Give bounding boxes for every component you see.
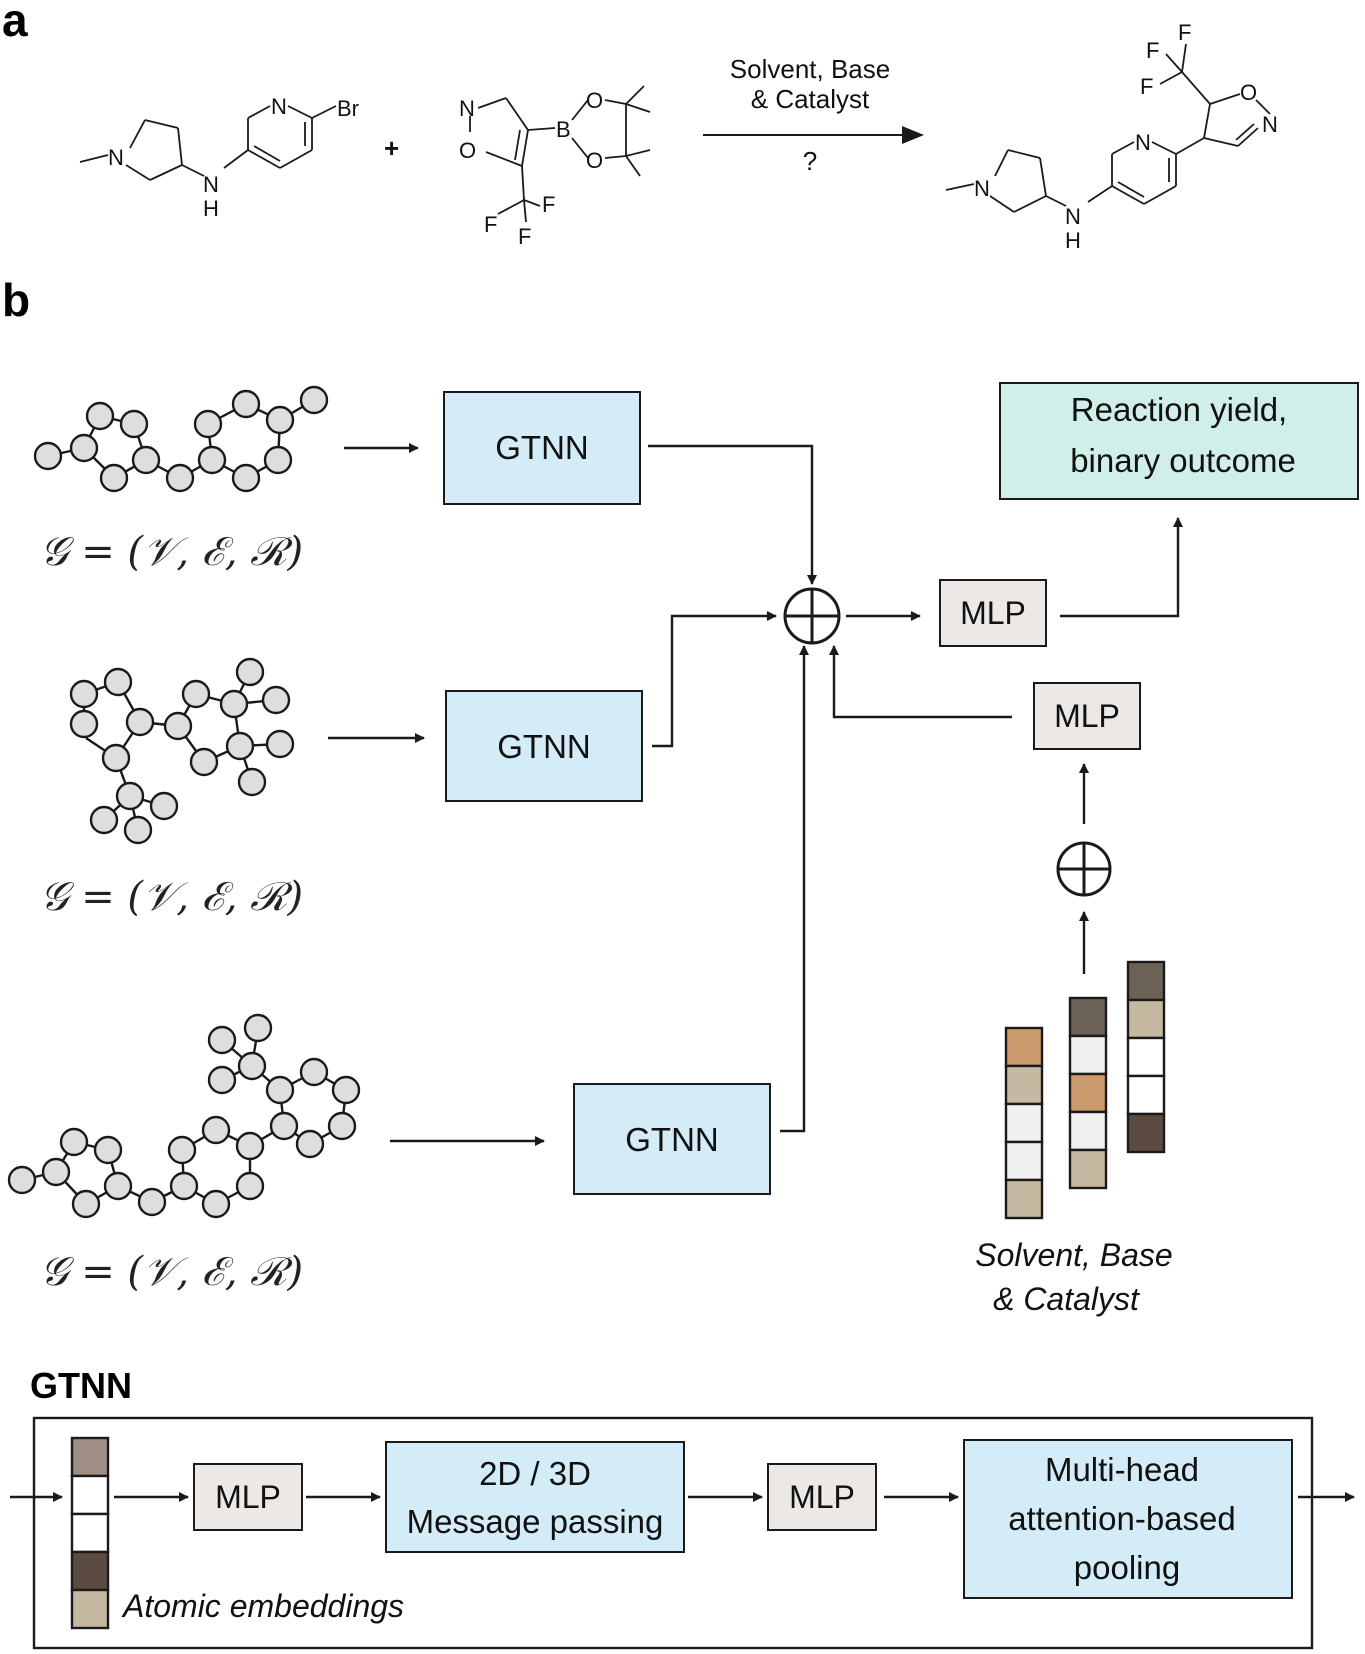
atom-label: F — [1178, 20, 1191, 45]
atom-label: N — [1262, 112, 1278, 137]
concat-node-main — [783, 587, 841, 645]
atom-label: O — [459, 138, 476, 163]
pool-line-2: attention-based — [1008, 1500, 1236, 1537]
embedding-caption: Atomic embeddings — [121, 1588, 404, 1624]
reactant-2-structure: N O B O O F F F — [459, 85, 651, 249]
condition-vector-3-cell — [1126, 960, 1166, 1002]
gtnn-label: GTNN — [497, 728, 591, 765]
atom-label: F — [518, 224, 531, 249]
mlp-label: MLP — [1054, 698, 1120, 734]
gtnn-label: GTNN — [495, 429, 589, 466]
product-structure: N N H N O N F F F — [945, 20, 1278, 253]
condition-vector-3-cell — [1126, 1112, 1166, 1154]
condition-vector-2-cell — [1068, 1072, 1108, 1114]
gtnn-box-3: GTNN — [573, 1083, 771, 1195]
gtnn-detail-heading: GTNN — [30, 1365, 132, 1406]
atom-label: O — [1240, 80, 1257, 105]
atom-label: H — [203, 196, 219, 221]
message-passing-box: 2D / 3D Message passing — [385, 1441, 685, 1553]
condition-vector-2-cell — [1068, 1148, 1108, 1190]
molecular-graph-3 — [7, 1013, 361, 1219]
atom-label: F — [542, 192, 555, 217]
atom-label: N — [1135, 130, 1151, 155]
concat-node-conditions — [1056, 841, 1112, 897]
pool-line-1: Multi-head — [1045, 1451, 1199, 1488]
molecular-graph-2 — [69, 657, 295, 845]
atom-label: N — [459, 96, 475, 121]
message-line-2: Message passing — [407, 1503, 664, 1540]
condition-vector-2-cell — [1068, 1034, 1108, 1076]
condition-vector-1-cell — [1004, 1064, 1044, 1106]
graph-formula-2: 𝒢 = (𝒱, ℰ, ℛ) — [40, 874, 303, 920]
atom-label: H — [1065, 228, 1081, 253]
output-line-2: binary outcome — [1070, 442, 1296, 479]
condition-vector-1-cell — [1004, 1026, 1044, 1068]
condition-vector-2-cell — [1068, 1110, 1108, 1152]
mlp-label: MLP — [215, 1479, 281, 1515]
condition-vector-3-cell — [1126, 998, 1166, 1040]
atom-label: B — [556, 117, 571, 142]
conditions-line-2: & Catalyst — [751, 84, 870, 114]
atom-label: N — [271, 94, 287, 119]
pool-line-3: pooling — [1074, 1549, 1180, 1586]
atomic-embedding-vector — [70, 1436, 110, 1630]
gtnn-box-2: GTNN — [445, 690, 643, 802]
arrow-gtnn3-concat — [780, 645, 809, 1133]
arrow-gtnn2-concat — [652, 611, 777, 748]
message-line-1: 2D / 3D — [479, 1455, 591, 1492]
atom-label: F — [1146, 38, 1159, 63]
mlp-box-conditions: MLP — [1033, 682, 1141, 750]
embedding-cell — [70, 1550, 110, 1592]
condition-vectors — [1004, 960, 1166, 1220]
atom-label: N — [1065, 204, 1081, 229]
atom-label: F — [1140, 74, 1153, 99]
reaction-arrow: Solvent, Base & Catalyst ? — [703, 54, 924, 176]
gtnn-detail-frame — [32, 1416, 1314, 1650]
atom-label: N — [974, 176, 990, 201]
panel-a-label: a — [2, 0, 28, 46]
panel-b-label: b — [2, 274, 30, 326]
condition-vector-3-cell — [1126, 1036, 1166, 1078]
atom-label: N — [203, 172, 219, 197]
mlp-box-detail-1: MLP — [193, 1463, 303, 1531]
plus-sign: + — [384, 133, 399, 163]
graph-formula-3: 𝒢 = (𝒱, ℰ, ℛ) — [40, 1249, 303, 1295]
atom-label: Br — [337, 96, 359, 121]
gtnn-box-1: GTNN — [443, 391, 641, 505]
atom-label: F — [484, 212, 497, 237]
embedding-cell — [70, 1436, 110, 1478]
atom-label: O — [586, 88, 603, 113]
output-box: Reaction yield, binary outcome — [999, 382, 1359, 500]
condition-vector-3-cell — [1126, 1074, 1166, 1116]
condition-vector-1-cell — [1004, 1102, 1044, 1144]
embedding-cell — [70, 1474, 110, 1516]
condition-vector-1-cell — [1004, 1178, 1044, 1220]
mlp-box-detail-2: MLP — [767, 1463, 877, 1531]
mlp-label: MLP — [960, 595, 1026, 631]
conditions-caption-line-1: Solvent, Base — [975, 1237, 1172, 1273]
output-line-1: Reaction yield, — [1071, 391, 1287, 428]
arrow-gtnn1-concat — [648, 444, 817, 585]
atom-label: O — [586, 148, 603, 173]
conditions-caption-line-2: & Catalyst — [993, 1281, 1140, 1317]
arrow-mlp-output — [1060, 517, 1183, 618]
conditions-question: ? — [803, 146, 817, 176]
molecular-graph-1 — [33, 385, 329, 493]
conditions-line-1: Solvent, Base — [730, 54, 890, 84]
mlp-label: MLP — [789, 1479, 855, 1515]
arrow-mlp-concat — [829, 645, 1012, 719]
attention-pooling-box: Multi-head attention-based pooling — [963, 1439, 1293, 1599]
reactant-1-structure: N N H N Br — [79, 94, 359, 221]
condition-vector-2-cell — [1068, 996, 1108, 1038]
graph-formula-1: 𝒢 = (𝒱, ℰ, ℛ) — [40, 529, 303, 575]
embedding-cell — [70, 1512, 110, 1554]
condition-vector-1-cell — [1004, 1140, 1044, 1182]
mlp-box-head: MLP — [939, 579, 1047, 647]
gtnn-label: GTNN — [625, 1121, 719, 1158]
embedding-cell — [70, 1588, 110, 1630]
atom-label: N — [108, 145, 124, 170]
